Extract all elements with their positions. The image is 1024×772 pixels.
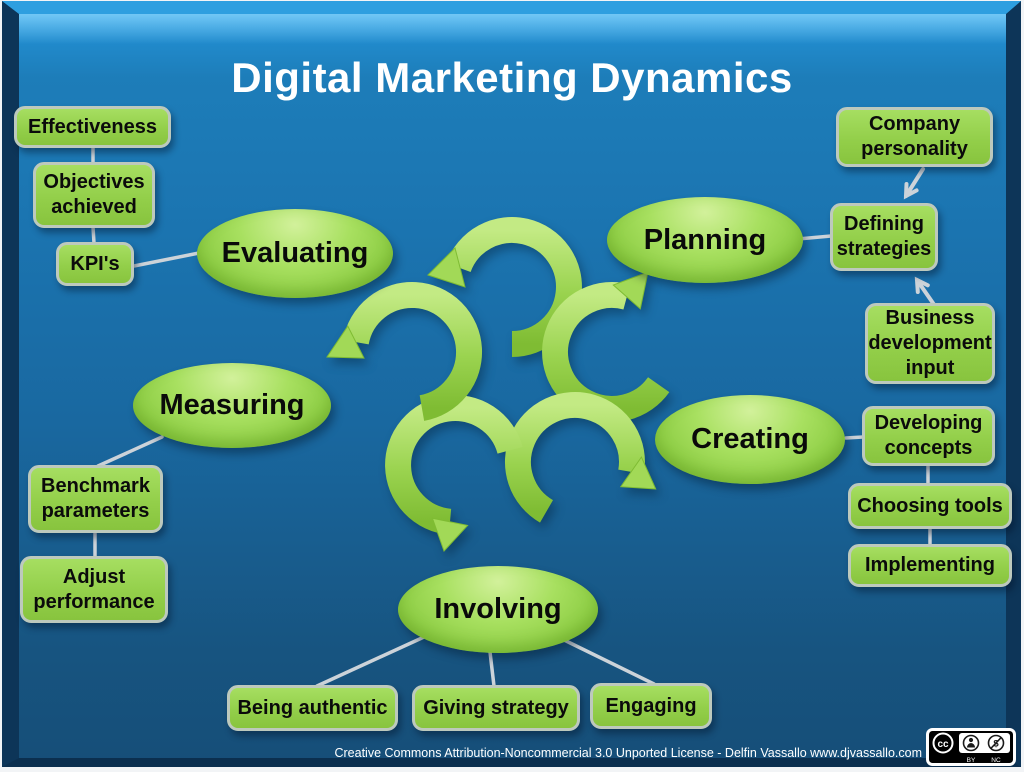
node-effectiveness: Effectiveness bbox=[14, 106, 171, 148]
node-objectives-achieved: Objectives achieved bbox=[33, 162, 155, 228]
node-being-authentic: Being authentic bbox=[227, 685, 398, 731]
stage-evaluating: Evaluating bbox=[197, 209, 393, 298]
license-text: Creative Commons Attribution-Noncommerci… bbox=[334, 746, 922, 760]
node-kpis: KPI's bbox=[56, 242, 134, 286]
stage-involving: Involving bbox=[398, 566, 598, 653]
node-choosing-tools: Choosing tools bbox=[848, 483, 1012, 529]
node-implementing: Implementing bbox=[848, 544, 1012, 587]
node-defining-strategies: Defining strategies bbox=[830, 203, 938, 271]
cc-icons-panel bbox=[959, 733, 1010, 753]
node-company-personality: Company personality bbox=[836, 107, 993, 167]
stage-creating: Creating bbox=[655, 395, 845, 484]
cc-license-badge: cc $ BY NC bbox=[926, 728, 1016, 766]
stage-measuring: Measuring bbox=[133, 363, 331, 448]
cc-logo-icon bbox=[932, 732, 954, 754]
cc-nc-icon: $ bbox=[987, 734, 1005, 752]
node-business-development-input: Business development input bbox=[865, 303, 995, 384]
node-giving-strategy: Giving strategy bbox=[412, 685, 580, 731]
cc-nc-label: NC bbox=[991, 757, 1001, 764]
page-title: Digital Marketing Dynamics bbox=[231, 54, 793, 101]
svg-text:$: $ bbox=[993, 739, 999, 750]
cc-by-label: BY bbox=[967, 757, 976, 764]
cc-logo-text: cc bbox=[937, 739, 949, 750]
node-engaging: Engaging bbox=[590, 683, 712, 729]
cc-by-icon bbox=[962, 734, 980, 752]
node-benchmark-parameters: Benchmark parameters bbox=[28, 465, 163, 533]
node-adjust-performance: Adjust performance bbox=[20, 556, 168, 623]
node-developing-concepts: Developing concepts bbox=[862, 406, 995, 466]
stage-planning: Planning bbox=[607, 197, 803, 283]
